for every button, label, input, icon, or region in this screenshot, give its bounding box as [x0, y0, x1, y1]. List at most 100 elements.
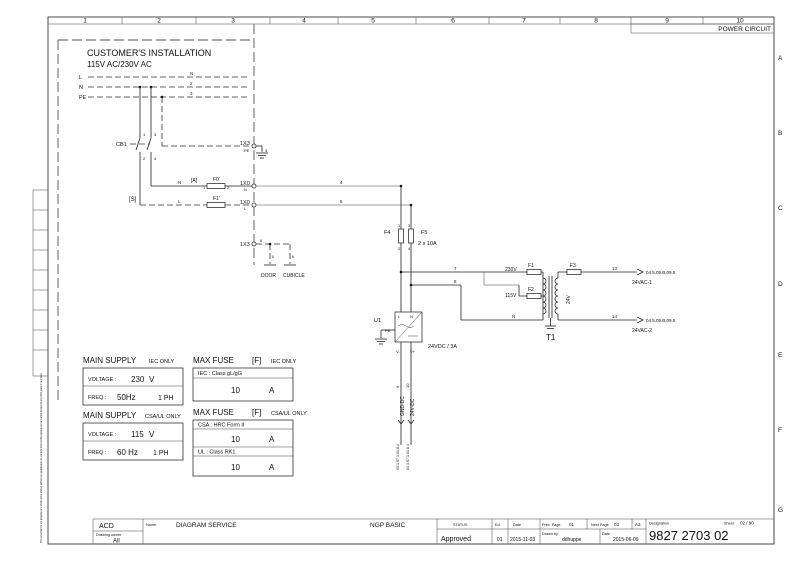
line-number: N: [190, 71, 193, 76]
power-supply-diagonal: [394, 311, 423, 343]
column-number: 8: [594, 18, 598, 25]
fuse-pin: 2: [398, 246, 401, 251]
terminal-1x0-b: 1X0: [240, 200, 250, 206]
vac1-label: 24VAC-1: [632, 280, 652, 286]
name-label: Name: [146, 523, 156, 527]
fuses-f4-f5: F4 F5 2 x 10A 1 3 2 4 7 8 N: [384, 184, 543, 321]
left-filing-strip: [32, 189, 49, 377]
cb1-pin: 3: [154, 132, 157, 137]
cb1-contact: [135, 137, 141, 151]
fuse-pin: 3: [408, 223, 411, 228]
line-label-pe: PE: [79, 95, 87, 101]
ul-value: 10: [231, 463, 240, 472]
terminal-n: N: [244, 187, 247, 192]
fuse-f0-prime: [206, 183, 226, 189]
sheet-title: POWER CIRCUIT: [718, 26, 771, 33]
main-supply-tag: IEC ONLY: [149, 359, 175, 365]
voltage-label: VOLTAGE :: [88, 432, 117, 438]
max-fuse-title: MAX FUSE: [193, 408, 234, 417]
fuse-f3: [566, 269, 582, 275]
status-value: Approved: [441, 536, 471, 543]
ul-unit: A: [269, 463, 275, 472]
row-letter: F: [778, 427, 782, 434]
max-fuse-title: MAX FUSE: [193, 356, 234, 365]
customer-voltage: 115V AC/230V AC: [87, 60, 152, 69]
u1-pe: PE: [385, 328, 391, 333]
page-reference: 03.1.07.1.01.8.4: [406, 444, 410, 470]
max-fuse-box: [192, 367, 294, 402]
main-supply-tag: CSA/UL ONLY: [145, 414, 181, 420]
row-letter: C: [778, 205, 783, 212]
wire-n-label: N: [512, 314, 515, 319]
voltage-value: 230: [131, 375, 145, 384]
customer-title: CUSTOMER'S INSTALLATION: [87, 48, 211, 58]
wire-l-label: L: [178, 199, 181, 204]
cb1-pin: 2: [143, 156, 146, 161]
fuse-unit: A: [269, 386, 275, 395]
sheet-label: Sheet: [724, 522, 735, 526]
title-block-border: [92, 518, 775, 545]
voltage-unit: V: [149, 375, 155, 384]
fuse-pin: 2: [227, 185, 230, 190]
phase-value: 1 PH: [158, 395, 174, 402]
fuse-f1-label: F1: [528, 263, 534, 269]
terminal: [251, 183, 257, 189]
fuse-f2-label: F2: [528, 287, 534, 293]
freq-label: FREQ :: [88, 395, 107, 401]
iec-supply-table: MAIN SUPPLY IEC ONLY VOLTAGE : 230 V FRE…: [82, 356, 297, 406]
sheet-number: 02 / 90: [740, 521, 754, 526]
fuse-f5-rating: 2 x 10A: [418, 241, 437, 247]
column-number: 9: [665, 18, 669, 25]
terminal: [251, 241, 257, 247]
next-page-label: Next Page: [591, 523, 609, 527]
junction-dot: [399, 184, 403, 188]
wire-number: 5: [340, 199, 343, 204]
pin-6: 6: [272, 255, 274, 259]
u1-n: N: [410, 314, 413, 319]
bracket-s: [S]: [129, 197, 137, 203]
voltage-value: 115: [131, 430, 144, 439]
fuse-class: IEC : Class gL/gG: [198, 371, 242, 377]
terminal-1x3-bottom: 1X3: [240, 242, 250, 248]
t1-230-label: 230V: [505, 267, 517, 273]
edition-value: 01: [497, 537, 503, 543]
row-letter: D: [778, 281, 783, 288]
line-label-n: N: [79, 85, 83, 91]
csa-class: CSA : HRC Form II: [198, 423, 245, 429]
sheet-title-box: [630, 23, 775, 34]
column-number: 5: [371, 18, 375, 25]
prev-page-value: 01: [569, 522, 575, 527]
main-supply-title: MAIN SUPPLY: [83, 411, 137, 420]
max-fuse-tag: CSA/UL ONLY: [271, 411, 307, 417]
fuse-value: 10: [231, 386, 240, 395]
gnd-dc-label: GND-DC: [400, 396, 406, 416]
ac-symbol: [397, 324, 415, 328]
wire-n-label: N: [178, 180, 181, 185]
fuse-pin: 4: [408, 246, 411, 251]
t1-115-label: 115V: [505, 293, 517, 299]
drawing-name: DIAGRAM SERVICE: [176, 522, 237, 529]
phase-value: 1 PH: [153, 450, 169, 457]
drawing-owner-label: Drawing owner: [96, 533, 122, 537]
power-supply-u1: L N PE V- V+ U1 24VDC / 3A 9 10 GND-DC 2…: [374, 311, 457, 470]
drawn-by-value: ddhuppe: [562, 537, 582, 543]
wire-number: 8: [454, 279, 457, 284]
cubicle-label: CUBICLE: [283, 273, 305, 279]
door-cubicle-earth: 1X3 6 6 6 DOOR CUBICLE: [240, 238, 305, 279]
arrow-down-icon: [397, 419, 405, 425]
date-value: 2015-11-03: [510, 537, 535, 543]
junction-dot: [409, 283, 413, 287]
column-number: 3: [231, 18, 235, 25]
drawn-by-label: Drawn by: [542, 532, 558, 536]
fuse-f0-label: F0': [213, 177, 220, 183]
date2-label: Date: [602, 532, 610, 536]
wire-number: 7: [454, 266, 457, 271]
row-letter: G: [778, 507, 783, 514]
column-number: 4: [302, 18, 306, 25]
u1-label: U1: [374, 318, 381, 324]
transformer-t1: F1 230V F2 115V T1 24V F3 13 14 04.5.05.…: [483, 263, 676, 342]
wire-number: 13: [612, 266, 618, 271]
freq-value: 60 Hz: [117, 448, 138, 457]
csa-supply-table: MAIN SUPPLY CSA/UL ONLY VOLTAGE : 115 V …: [82, 408, 307, 477]
terminal-1x3: 1X3: [240, 141, 250, 147]
